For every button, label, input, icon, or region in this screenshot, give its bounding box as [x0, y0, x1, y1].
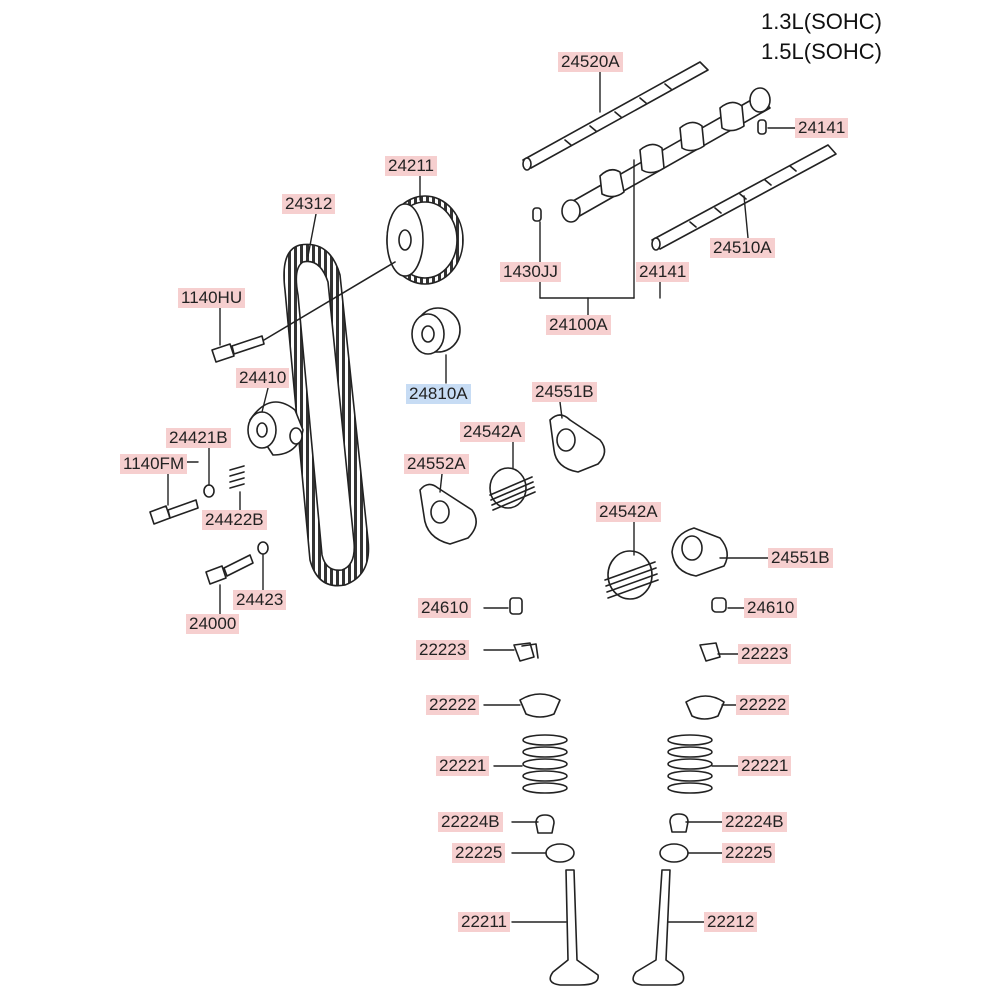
dowel-pin-lower: [532, 207, 542, 222]
timing-belt: [283, 243, 370, 587]
part-label-24552a[interactable]: 24552A: [404, 454, 469, 474]
part-label-22211[interactable]: 22211: [458, 912, 511, 932]
part-label-24423[interactable]: 24423: [233, 590, 287, 610]
washer-24421b: [203, 484, 215, 498]
part-label-24211[interactable]: 24211: [385, 156, 438, 176]
tensioner-spring: [229, 465, 245, 489]
intake-valve: [549, 869, 599, 986]
part-label-24610[interactable]: 24610: [418, 598, 472, 618]
valve-cotter-right: [699, 642, 721, 662]
valve-stem-seal-right: [669, 813, 689, 833]
spring-retainer-right: [685, 695, 725, 720]
part-label-22223[interactable]: 22223: [416, 640, 470, 660]
part-label-24610-b[interactable]: 24610: [744, 598, 798, 618]
valve-spring-right: [667, 734, 713, 794]
part-label-22223-b[interactable]: 22223: [738, 644, 792, 664]
valve-cotter-left: [513, 642, 539, 662]
rocker-arm-24551b-upper: [549, 414, 606, 473]
lash-adjuster-left: [509, 597, 523, 615]
dowel-pin-upper: [757, 119, 767, 135]
valve-stem-seal-left: [535, 814, 555, 834]
part-label-24551b[interactable]: 24551B: [532, 382, 597, 402]
part-label-24810a[interactable]: 24810A: [406, 384, 471, 404]
exhaust-valve: [632, 869, 685, 986]
valve-spring-left: [522, 734, 568, 794]
engine-spec-line-2: 1.5L(SOHC): [760, 39, 882, 64]
part-label-24141[interactable]: 24141: [795, 118, 849, 138]
part-label-24312[interactable]: 24312: [282, 194, 336, 214]
part-label-24421b[interactable]: 24421B: [166, 428, 231, 448]
part-label-22221-b[interactable]: 22221: [738, 756, 792, 776]
spring-seat-right: [659, 843, 689, 863]
part-label-22212[interactable]: 22212: [704, 912, 758, 932]
part-label-24100a[interactable]: 24100A: [546, 315, 611, 335]
part-label-24141-b[interactable]: 24141: [636, 262, 690, 282]
part-label-24410[interactable]: 24410: [236, 368, 290, 388]
part-label-24551b-b[interactable]: 24551B: [768, 548, 833, 568]
camshaft-sprocket: [386, 195, 464, 285]
bolt-24000: [205, 554, 254, 585]
part-label-1140fm[interactable]: 1140FM: [120, 454, 188, 474]
washer-24423: [257, 541, 269, 555]
spring-seat-left: [545, 843, 575, 863]
part-label-24520a[interactable]: 24520A: [558, 52, 623, 72]
part-label-24542a-b[interactable]: 24542A: [596, 502, 661, 522]
camshaft: [561, 87, 771, 223]
part-label-22224b[interactable]: 22224B: [438, 812, 503, 832]
idler-pulley: [411, 307, 461, 355]
spring-retainer-left: [519, 693, 561, 718]
part-label-22222[interactable]: 22222: [426, 695, 480, 715]
bolt-1140hu: [211, 261, 396, 363]
rocker-arm-spring-upper: [489, 467, 536, 511]
rocker-shaft-upper: [522, 61, 709, 171]
part-label-22224b-b[interactable]: 22224B: [722, 812, 787, 832]
rocker-arm-24551b-lower: [671, 527, 728, 577]
rocker-arm-spring-lower: [604, 550, 659, 600]
part-label-22225[interactable]: 22225: [452, 843, 506, 863]
leader-lines: [167, 71, 801, 923]
part-label-1140hu[interactable]: 1140HU: [178, 288, 246, 308]
part-label-22225-b[interactable]: 22225: [722, 843, 776, 863]
timing-belt-tensioner: [247, 401, 304, 456]
part-label-24510a[interactable]: 24510A: [710, 238, 775, 258]
rocker-arm-24552a: [419, 483, 477, 545]
part-label-22221[interactable]: 22221: [436, 756, 490, 776]
part-label-24542a[interactable]: 24542A: [460, 422, 525, 442]
part-label-1430jj[interactable]: 1430JJ: [500, 262, 561, 282]
part-label-22222-b[interactable]: 22222: [736, 695, 790, 715]
lash-adjuster-right: [711, 597, 727, 613]
engine-spec-line-1: 1.3L(SOHC): [760, 9, 882, 34]
part-label-24000[interactable]: 24000: [186, 614, 240, 634]
part-label-24422b[interactable]: 24422B: [202, 510, 267, 530]
bolt-1140fm: [149, 499, 199, 525]
